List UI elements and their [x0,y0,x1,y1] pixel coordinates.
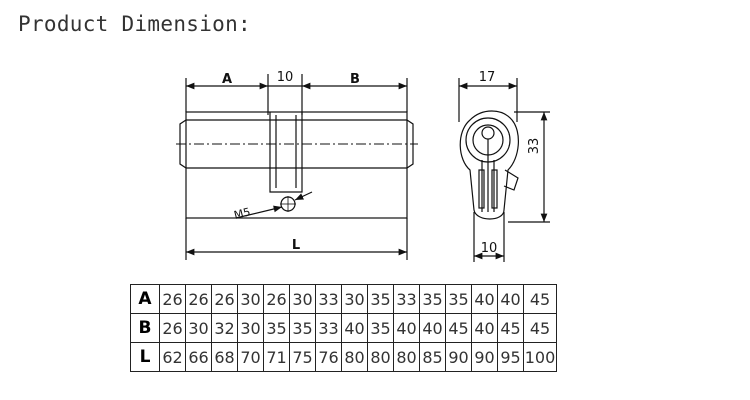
table-cell: 80 [341,342,368,372]
table-cell: 100 [523,342,557,372]
screw-leader [235,205,283,219]
table-cell: 76 [315,342,342,372]
table-cell: 62 [159,342,186,372]
table-cell: 75 [289,342,316,372]
cylinder-body [185,111,408,219]
table-cell: 30 [289,284,316,314]
table-cell: 85 [419,342,446,372]
table-cell: 35 [367,284,394,314]
profile-outline [459,110,519,220]
table-cell: 80 [367,342,394,372]
front-view [176,74,418,260]
table-cell: 45 [523,313,557,343]
front-view-labels: A 10 B M5 L [222,70,360,253]
table-cell: 68 [211,342,238,372]
table-cell: 26 [263,284,290,314]
table-cell: 70 [237,342,264,372]
label-width: 17 [479,70,496,85]
table-cell: 32 [211,313,238,343]
table-cell: 45 [497,313,524,343]
label-length: L [292,238,300,253]
table-cell: 40 [497,284,524,314]
table-cell: 95 [497,342,524,372]
table-cell: 30 [237,313,264,343]
page-title: Product Dimension: [18,12,251,36]
label-a: A [222,72,232,87]
table-cell: 26 [185,284,212,314]
side-view [458,78,550,262]
row-header: A [130,284,160,314]
table-cell: 30 [237,284,264,314]
label-b: B [350,72,360,87]
label-height: 33 [527,138,542,155]
table-cell: 35 [445,284,472,314]
table-cell: 35 [367,313,394,343]
table-cell: 66 [185,342,212,372]
table-cell: 71 [263,342,290,372]
side-view-labels: 17 33 10 [479,70,542,256]
table-cell: 30 [185,313,212,343]
row-header: L [130,342,160,372]
row-header: B [130,313,160,343]
table-cell: 35 [419,284,446,314]
table-cell: 45 [445,313,472,343]
table-cell: 35 [289,313,316,343]
table-cell: 33 [315,313,342,343]
label-cam-bottom: 10 [481,241,498,256]
table-cell: 30 [341,284,368,314]
table-cell: 40 [471,313,498,343]
cam-slot [269,112,303,193]
table-cell: 40 [471,284,498,314]
table-cell: 45 [523,284,557,314]
table-cell: 33 [315,284,342,314]
table-cell: 40 [419,313,446,343]
cam-tab [503,169,519,191]
table-cell: 26 [159,313,186,343]
label-screw: M5 [233,205,252,222]
keyway-hole [481,126,495,140]
table-cell: 40 [341,313,368,343]
table-cell: 90 [445,342,472,372]
table-cell: 35 [263,313,290,343]
table-cell: 40 [393,313,420,343]
table-cell: 80 [393,342,420,372]
table-cell: 26 [159,284,186,314]
table-cell: 26 [211,284,238,314]
table-cell: 33 [393,284,420,314]
table-cell: 90 [471,342,498,372]
label-cam-width: 10 [277,70,294,85]
